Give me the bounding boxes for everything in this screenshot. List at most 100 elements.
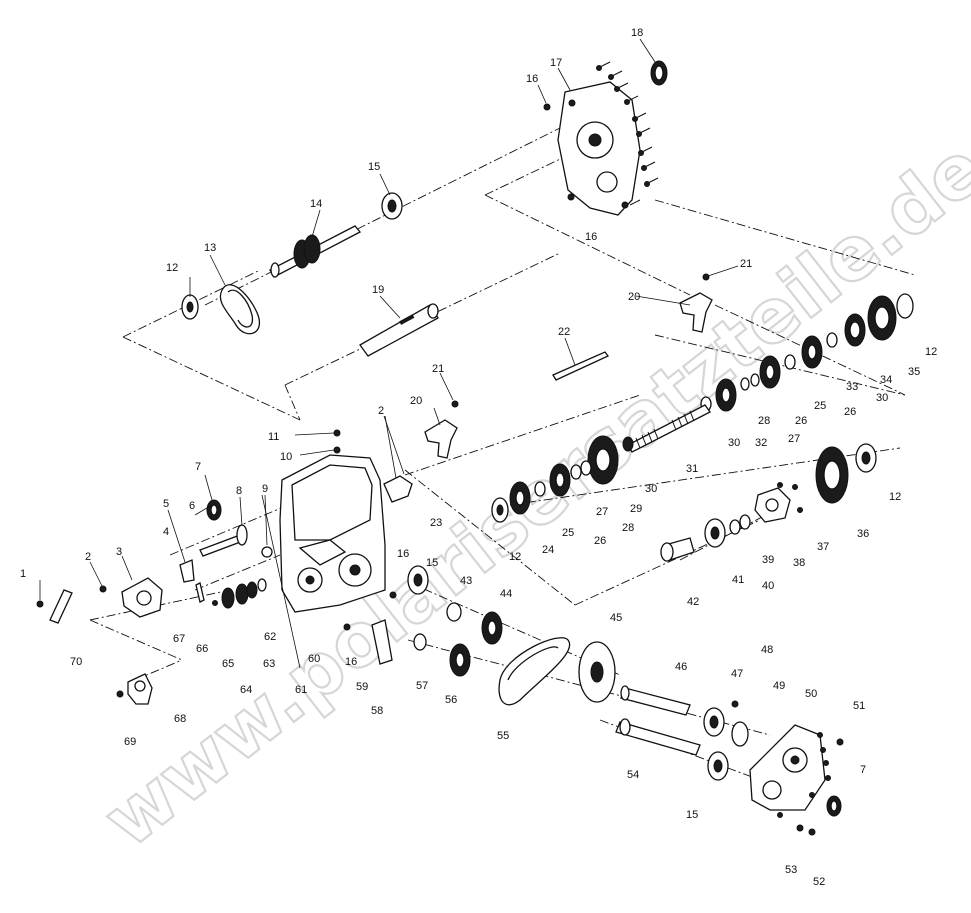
callout-42: 42 — [687, 596, 699, 608]
callout-30: 30 — [728, 437, 740, 449]
callout-labels: 1 2 2 3 4 5 6 7 7 8 9 10 11 12 12 12 12 … — [20, 27, 937, 888]
callout-21: 21 — [432, 363, 444, 375]
callout-23: 23 — [430, 517, 442, 529]
gear-8 — [236, 524, 248, 546]
pin-21-left — [451, 400, 459, 408]
part-9 — [261, 546, 273, 558]
pin-66 — [212, 600, 218, 606]
callout-69: 69 — [124, 736, 136, 748]
callout-24: 24 — [542, 544, 554, 556]
callout-18: 18 — [631, 27, 643, 39]
callout-25: 25 — [562, 527, 574, 539]
callout-65: 65 — [222, 658, 234, 670]
callout-60: 60 — [308, 653, 320, 665]
callout-61: 61 — [295, 684, 307, 696]
oring-49 — [731, 721, 749, 747]
shaft-14 — [269, 225, 362, 278]
callout-30: 30 — [645, 483, 657, 495]
callout-9: 9 — [262, 483, 268, 495]
callout-70: 70 — [70, 656, 82, 668]
bolt-1 — [36, 600, 44, 608]
callout-11: 11 — [268, 431, 279, 443]
callout-58: 58 — [371, 705, 383, 717]
callout-2: 2 — [85, 551, 91, 563]
callout-38: 38 — [793, 557, 805, 569]
gear-65 — [221, 587, 235, 609]
shift-fork-20-right — [679, 292, 713, 333]
callout-29: 29 — [630, 503, 642, 515]
pin-47 — [731, 700, 739, 708]
callout-12: 12 — [509, 551, 521, 563]
callout-59: 59 — [356, 681, 368, 693]
callout-34: 34 — [880, 374, 892, 386]
callout-27: 27 — [788, 433, 800, 445]
callout-19: 19 — [372, 284, 384, 296]
callout-22: 22 — [558, 326, 570, 338]
callout-27: 27 — [596, 506, 608, 518]
callout-12: 12 — [889, 491, 901, 503]
plate-23 — [383, 475, 413, 503]
callout-28: 28 — [758, 415, 770, 427]
callout-25: 25 — [814, 400, 826, 412]
callout-16: 16 — [397, 548, 409, 560]
callout-12: 12 — [166, 262, 178, 274]
leader-lines — [39, 38, 739, 669]
rod-22 — [552, 351, 610, 381]
callout-26: 26 — [844, 406, 856, 418]
callout-48: 48 — [761, 644, 773, 656]
callout-62: 62 — [264, 631, 276, 643]
callout-13: 13 — [204, 242, 216, 254]
callout-43: 43 — [460, 575, 472, 587]
callout-50: 50 — [805, 688, 817, 700]
washer-62 — [257, 578, 267, 592]
callout-55: 55 — [497, 730, 509, 742]
callout-3: 3 — [116, 546, 122, 558]
plug-11 — [333, 429, 341, 437]
callout-8: 8 — [236, 485, 242, 497]
callout-31: 31 — [686, 463, 698, 475]
callout-40: 40 — [762, 580, 774, 592]
callout-17: 17 — [550, 57, 562, 69]
callout-67: 67 — [173, 633, 185, 645]
sensor-59 — [371, 619, 393, 665]
cover-plate-17 — [557, 81, 641, 216]
cover-50 — [749, 724, 826, 811]
bolt-16-lower — [343, 623, 351, 631]
callout-47: 47 — [731, 668, 743, 680]
shift-fork-20-left — [424, 419, 458, 459]
callout-20: 20 — [410, 395, 422, 407]
callout-1: 1 — [20, 568, 26, 580]
callout-12: 12 — [925, 346, 937, 358]
bolt-2-left — [99, 585, 107, 593]
callout-4: 4 — [163, 526, 169, 538]
parts — [36, 60, 914, 836]
bolts-top-cover — [543, 61, 659, 206]
bolts-lower-cover — [777, 732, 844, 836]
bolt-69 — [116, 690, 124, 698]
callout-15: 15 — [368, 161, 380, 173]
callout-26: 26 — [594, 535, 606, 547]
callout-30: 30 — [876, 392, 888, 404]
callout-46: 46 — [675, 661, 687, 673]
callout-39: 39 — [762, 554, 774, 566]
callout-7: 7 — [860, 764, 866, 776]
chain-55 — [498, 637, 571, 706]
shaft-31 — [622, 404, 711, 453]
callout-14: 14 — [310, 198, 322, 210]
shaft-54 — [615, 721, 701, 756]
washer-39 — [739, 514, 751, 530]
callout-16: 16 — [526, 73, 538, 85]
callout-10: 10 — [280, 451, 292, 463]
callout-26: 26 — [795, 415, 807, 427]
callout-54: 54 — [627, 769, 639, 781]
callout-2: 2 — [378, 405, 384, 417]
lever-4 — [179, 559, 195, 583]
gear-63 — [246, 581, 258, 599]
callout-64: 64 — [240, 684, 252, 696]
bracket-70 — [49, 589, 73, 624]
bushing-57 — [413, 633, 427, 651]
callout-41: 41 — [732, 574, 744, 586]
washer-10 — [333, 446, 341, 454]
